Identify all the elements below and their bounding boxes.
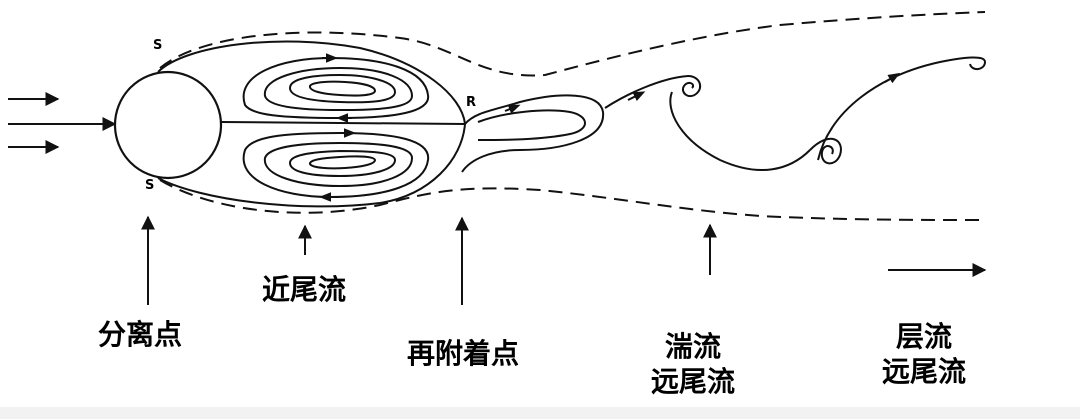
label-laminar-line2: 远尾流	[882, 355, 966, 389]
label-turbulent-line1: 湍流	[665, 330, 721, 364]
label-separation-point: 分离点	[98, 318, 182, 352]
label-reattachment-point: 再附着点	[407, 337, 519, 371]
reattachment-marker: R	[466, 95, 476, 110]
separation-marker-top: S	[153, 38, 162, 53]
bottom-strip	[0, 407, 1080, 419]
reattachment-tail	[462, 95, 603, 172]
turbulent-vortex-street	[605, 57, 985, 170]
label-laminar-line1: 层流	[896, 320, 952, 354]
separation-marker-bottom: S	[145, 178, 154, 193]
wake-centerline	[221, 122, 465, 124]
lower-shear-layer	[160, 180, 985, 220]
lower-recirculation-eddy	[244, 133, 429, 197]
label-near-wake: 近尾流	[262, 273, 346, 307]
incoming-flow-arrows	[8, 99, 115, 147]
cylinder	[115, 72, 221, 178]
upper-shear-layer	[160, 12, 985, 75]
upper-recirculation-eddy	[244, 58, 429, 118]
label-turbulent-line2: 远尾流	[651, 365, 735, 399]
